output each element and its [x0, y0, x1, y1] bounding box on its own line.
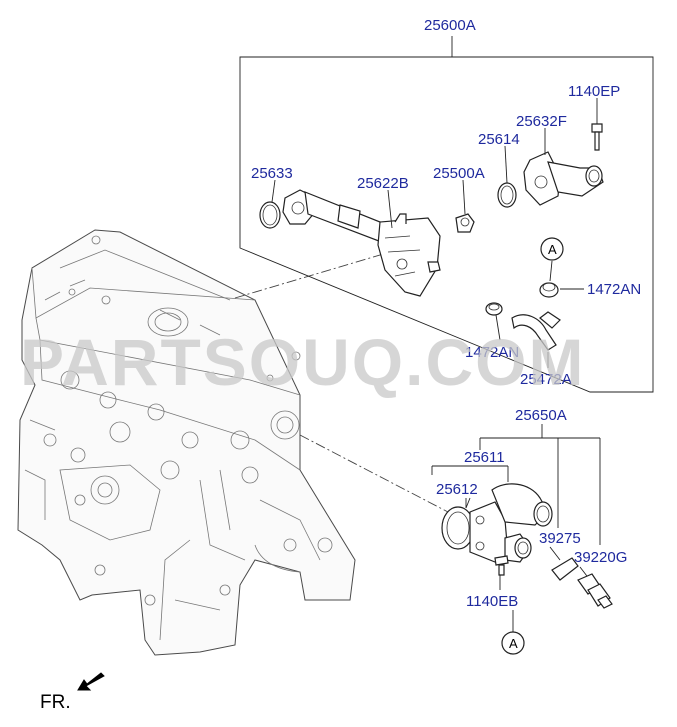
label-gasket-bottom: 25612 — [436, 481, 478, 498]
label-assembly-top: 25600A — [424, 17, 476, 34]
outlet-flange — [523, 151, 604, 206]
clamp-right — [539, 282, 559, 298]
temperature-sensor — [577, 573, 613, 609]
label-plug: 25500A — [433, 165, 485, 182]
label-hose: 25472A — [520, 371, 572, 388]
watermark: PARTSOUQ.COM — [20, 325, 585, 399]
dash-line-upper — [234, 251, 391, 299]
label-assembly-bottom: 25650A — [515, 407, 567, 424]
thermostat-housing — [469, 483, 553, 563]
bolt-bottom — [494, 555, 509, 576]
label-clamp-right: 1472AN — [587, 281, 641, 298]
label-housing: 25611 — [464, 449, 505, 466]
gasket-left — [259, 201, 281, 229]
gasket-bottom — [441, 506, 475, 550]
ref-label-bottom: A — [509, 636, 518, 651]
label-bolt-top: 1140EP — [568, 83, 620, 100]
label-clip: 39275 — [539, 530, 581, 547]
gasket-right — [497, 182, 517, 208]
ref-circle-top — [540, 237, 564, 261]
label-pipe: 25622B — [357, 175, 409, 192]
ref-label-top: A — [548, 242, 557, 257]
dash-line-lower — [299, 434, 449, 513]
label-gasket-right: 25614 — [478, 131, 520, 148]
clamp-bottom — [485, 302, 503, 316]
hose — [511, 311, 561, 351]
label-gasket-left: 25633 — [251, 165, 293, 182]
plug — [455, 213, 475, 233]
arrow-down-left-icon — [77, 672, 105, 691]
bolt-top — [591, 123, 603, 151]
label-bolt-bottom: 1140EB — [466, 593, 518, 610]
water-pipe — [282, 189, 441, 297]
label-sensor: 39220G — [574, 549, 627, 566]
ref-circle-bottom — [501, 631, 525, 655]
leader-lines-top — [271, 98, 598, 368]
clip — [551, 557, 579, 581]
label-flange: 25632F — [516, 113, 567, 130]
front-label: FR. — [40, 692, 71, 713]
assembly-frame-top — [239, 56, 654, 393]
engine-block — [17, 229, 356, 656]
label-clamp-bottom: 1472AN — [465, 344, 519, 361]
